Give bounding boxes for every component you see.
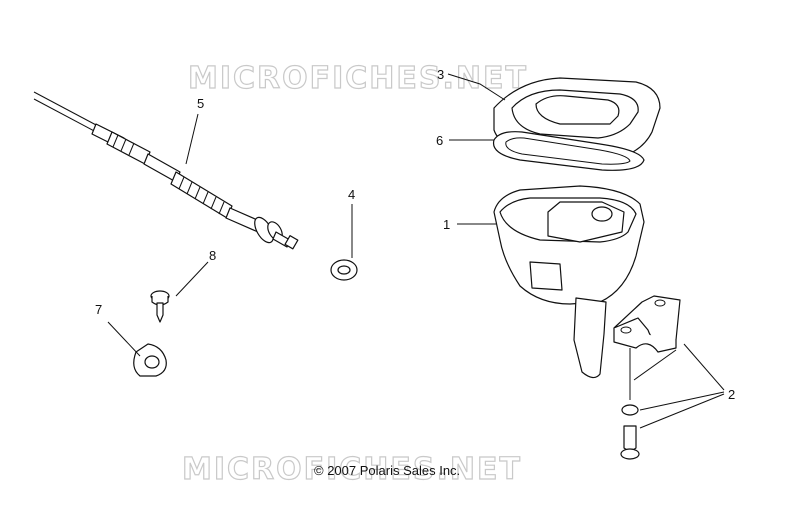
- watermark-bottom: MICROFICHES.NET: [182, 452, 522, 487]
- callout-2: 2: [728, 387, 735, 402]
- throttle-housing-1: [493, 185, 645, 379]
- callout-5: 5: [197, 96, 204, 111]
- gasket-6: [492, 131, 645, 171]
- lock-washer-2: [621, 404, 639, 416]
- screw-8: [150, 290, 170, 323]
- callout-4: 4: [348, 187, 355, 202]
- leader-2c: [639, 393, 725, 429]
- leader-housing: [633, 349, 677, 381]
- leader-3: [447, 73, 506, 101]
- callout-6: 6: [436, 133, 443, 148]
- leader-8: [175, 261, 209, 297]
- bolt-2: [620, 425, 640, 460]
- callout-1: 1: [443, 217, 450, 232]
- callout-7: 7: [95, 302, 102, 317]
- leader-2a: [683, 343, 725, 391]
- watermark-top: MICROFICHES.NET: [188, 61, 528, 96]
- leader-5: [185, 113, 199, 165]
- leader-7: [107, 321, 141, 357]
- leader-2b: [639, 391, 725, 411]
- washer-4-hole: [337, 265, 351, 275]
- copyright-notice: © 2007 Polaris Sales Inc.: [314, 463, 460, 478]
- callout-8: 8: [209, 248, 216, 263]
- throttle-cable: [33, 91, 299, 250]
- callout-3: 3: [437, 67, 444, 82]
- clamp-bracket-2: [613, 295, 681, 353]
- clip-7: [133, 343, 167, 377]
